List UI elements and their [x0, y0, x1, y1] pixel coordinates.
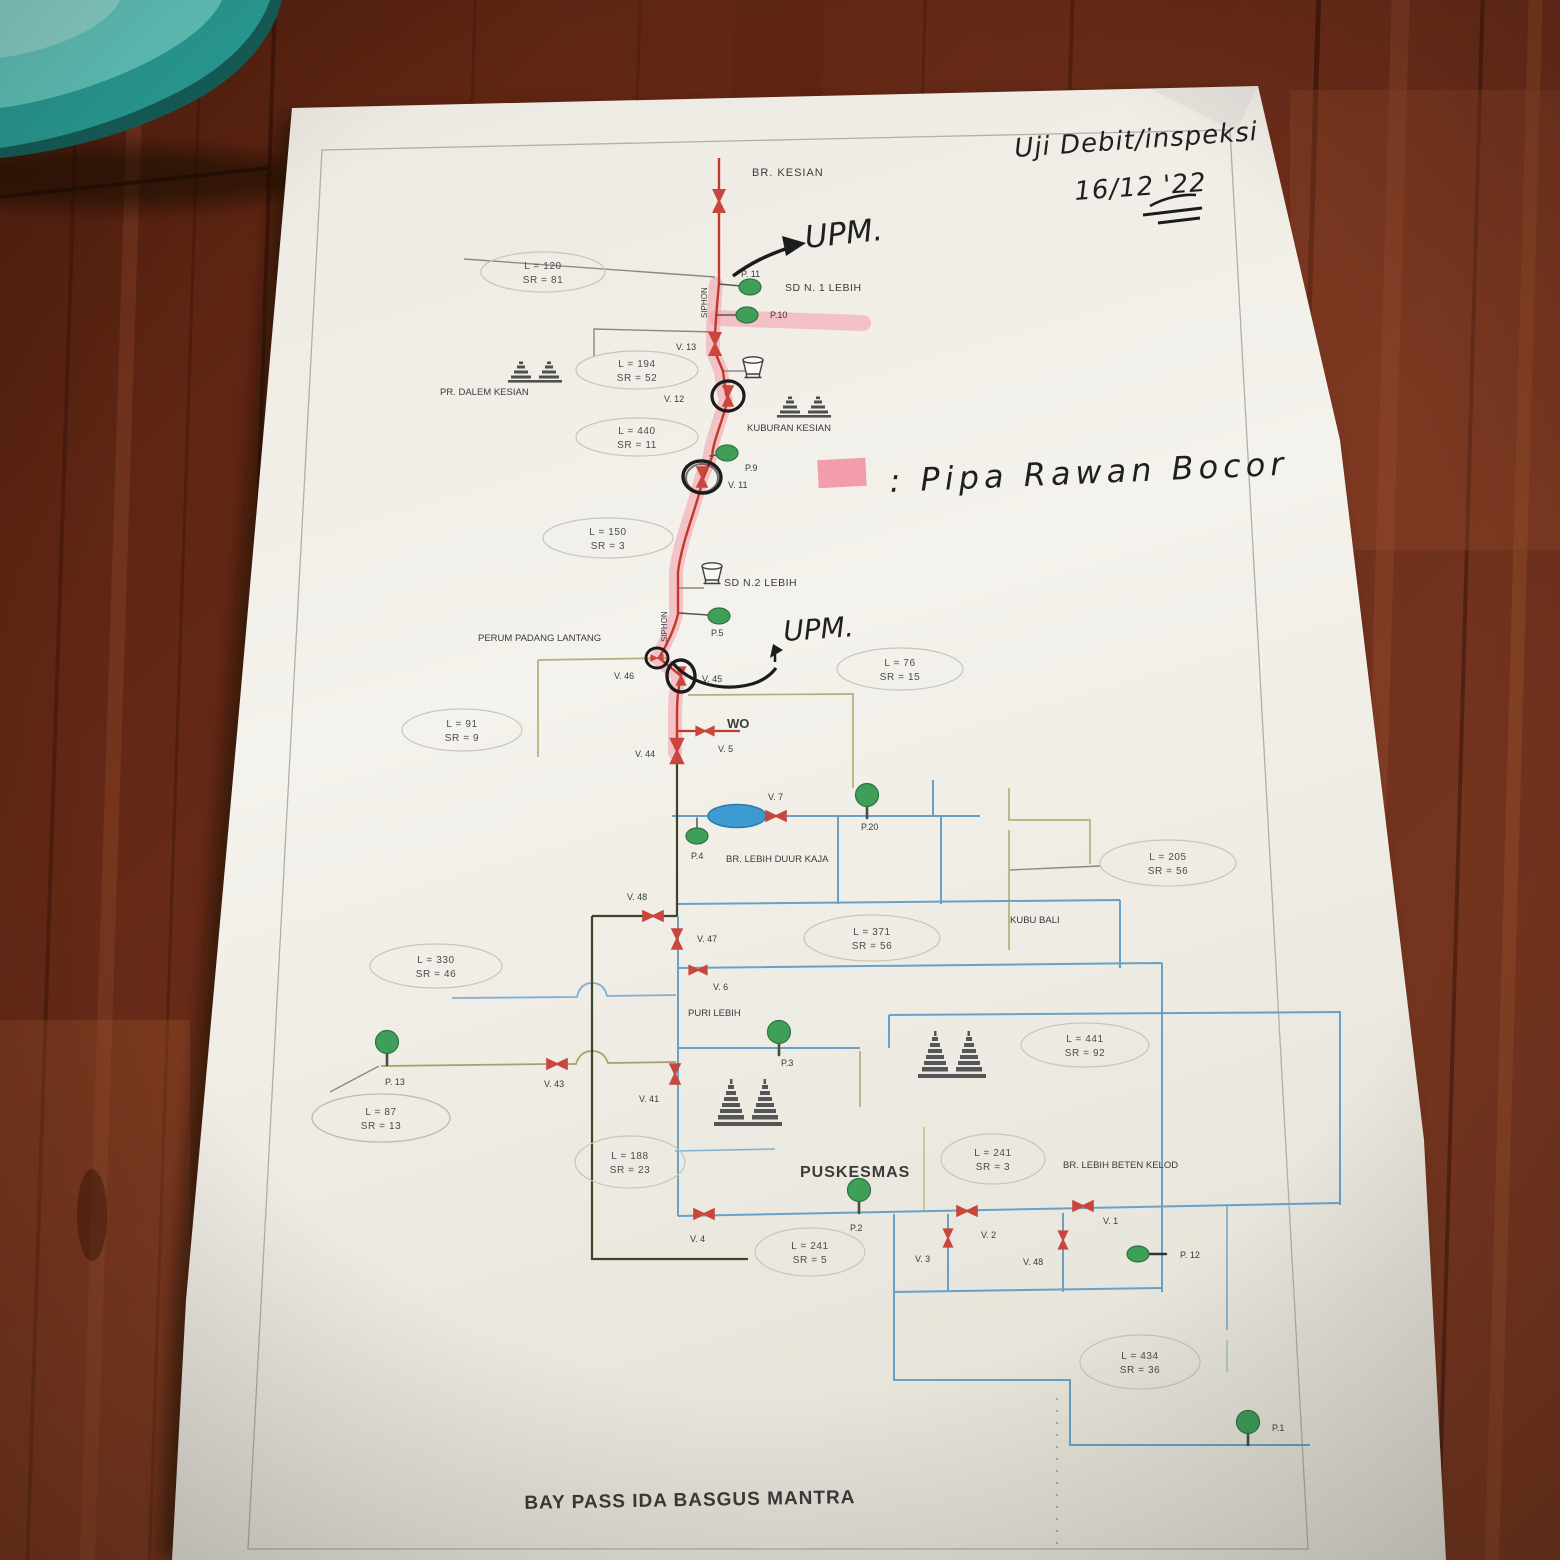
photo-vignette	[0, 0, 1560, 1560]
photo-of-pipe-network-map: L = 120SR = 81 L = 194SR = 52 L = 440SR …	[0, 0, 1560, 1560]
